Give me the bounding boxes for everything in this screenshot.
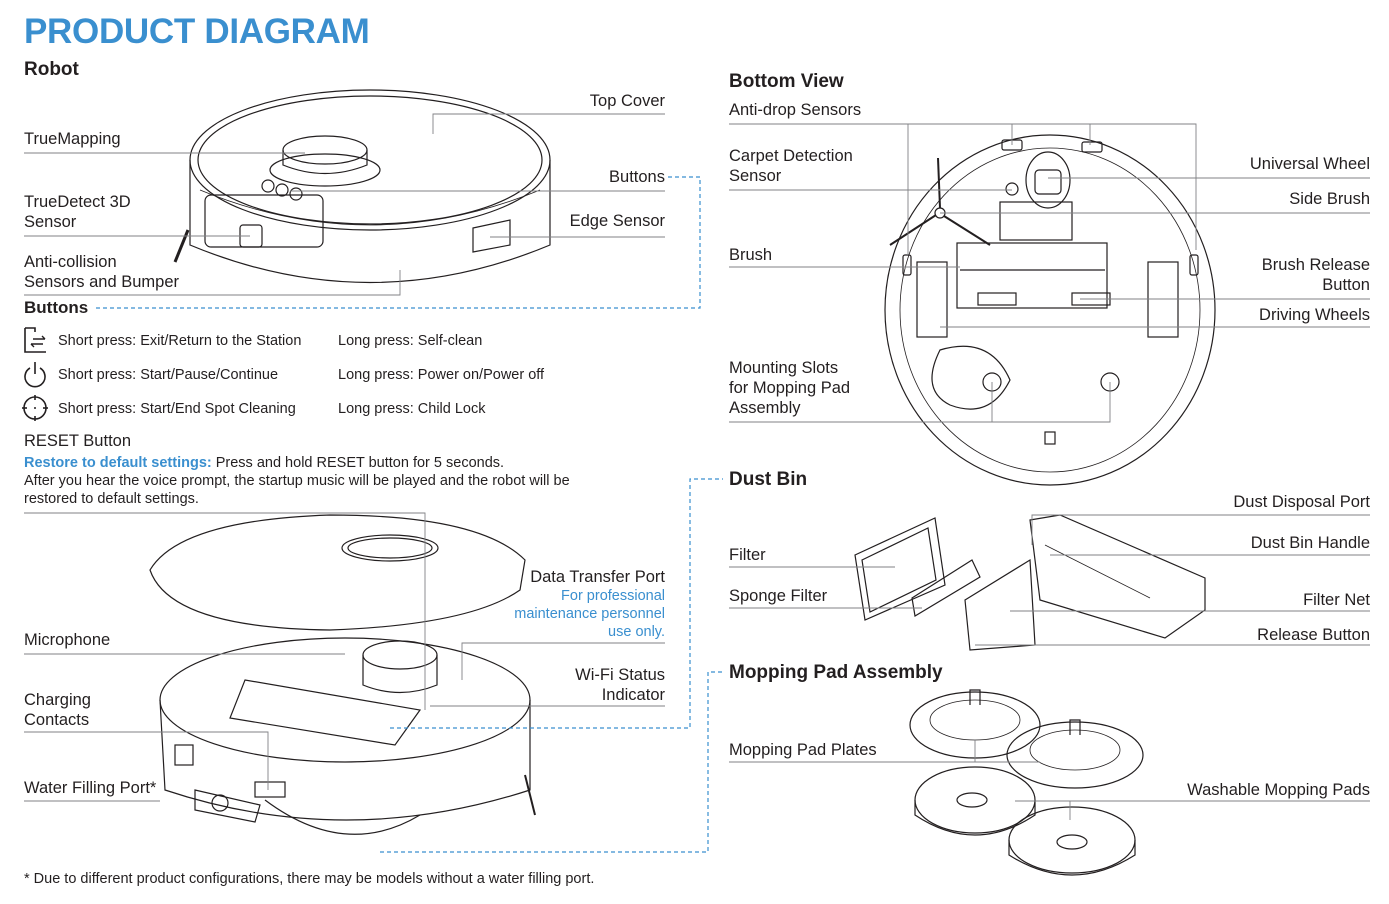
reset-line1-text: Press and hold RESET button for 5 second… [211,455,505,471]
label-edge-sensor: Edge Sensor [569,212,665,230]
power-icon [24,362,46,388]
label-brush-release-line1: Brush Release [1261,256,1370,274]
reset-heading: RESET Button [24,432,132,450]
label-brush-release: Brush Release Button [1262,255,1370,295]
label-carpet-detection: Carpet Detection Sensor [729,146,853,186]
button-row-1-long: Long press: Self-clean [338,333,483,349]
label-mounting-slots: Mounting Slots for Mopping Pad Assembly [729,358,850,418]
reset-line-3: restored to default settings. [24,491,199,507]
label-carpet-line1: Carpet Detection [729,147,853,165]
mopping-heading: Mopping Pad Assembly [729,662,943,683]
label-mounting-line2: for Mopping Pad [729,379,851,397]
label-wifi-line2: Indicator [601,686,665,704]
exploded-robot-illustration [149,514,536,835]
label-charging-line1: Charging [24,691,91,709]
label-buttons: Buttons [609,168,665,186]
button-row-3-long: Long press: Child Lock [338,401,486,417]
label-mopping-pad-plates: Mopping Pad Plates [729,741,877,759]
reset-highlight: Restore to default settings: [24,455,212,471]
bottom-view-heading: Bottom View [729,71,844,92]
label-anticollision: Anti-collision Sensors and Bumper [24,252,179,292]
label-filter: Filter [729,546,766,564]
label-truedetect: TrueDetect 3D Sensor [24,192,131,232]
label-washable-mopping-pads: Washable Mopping Pads [1187,781,1370,799]
button-row-1-short: Short press: Exit/Return to the Station [58,333,302,349]
dashed-connectors [95,176,723,853]
robot-illustration [173,89,551,284]
dust-bin-heading: Dust Bin [729,469,808,490]
label-truedetect-line1: TrueDetect 3D [24,193,131,211]
label-anticollision-line1: Anti-collision [24,253,117,271]
bottom-view-illustration [884,134,1216,486]
label-anti-drop: Anti-drop Sensors [729,101,862,119]
return-station-icon [24,327,46,353]
label-charging-contacts: Charging Contacts [24,690,91,730]
label-brush-release-line2: Button [1322,276,1370,294]
label-truedetect-line2: Sensor [24,213,77,231]
label-driving-wheels: Driving Wheels [1259,306,1370,324]
data-port-note-line2: maintenance personnel [514,606,665,622]
label-side-brush: Side Brush [1289,190,1370,208]
label-universal-wheel: Universal Wheel [1249,155,1370,173]
label-wifi-line1: Wi-Fi Status [575,666,665,684]
label-anticollision-line2: Sensors and Bumper [24,273,180,291]
label-sponge-filter: Sponge Filter [729,587,828,605]
robot-heading: Robot [24,59,79,80]
reset-line-1: Restore to default settings: Press and h… [24,454,504,472]
label-wifi-status: Wi-Fi Status Indicator [575,665,665,705]
dust-bin-illustration [854,514,1206,651]
spot-cleaning-icon [22,395,48,421]
label-microphone: Microphone [24,631,111,649]
data-port-note-line1: For professional [561,588,665,604]
leader-lines [24,113,1370,820]
mopping-pad-illustration [909,689,1144,876]
label-dust-bin-handle: Dust Bin Handle [1250,534,1370,552]
label-brush: Brush [729,246,773,264]
reset-line-2: After you hear the voice prompt, the sta… [24,473,570,489]
label-top-cover: Top Cover [589,92,665,110]
data-port-note: For professional maintenance personnel u… [514,587,665,641]
label-mounting-line3: Assembly [729,399,801,417]
label-carpet-line2: Sensor [729,167,782,185]
label-mounting-line1: Mounting Slots [729,359,839,377]
button-row-3-short: Short press: Start/End Spot Cleaning [58,401,296,417]
label-data-transfer-port: Data Transfer Port [530,568,665,586]
label-charging-line2: Contacts [24,711,90,729]
label-dust-disposal-port: Dust Disposal Port [1233,493,1370,511]
button-row-2-short: Short press: Start/Pause/Continue [58,367,279,383]
label-filter-net: Filter Net [1303,591,1370,609]
button-row-2-long: Long press: Power on/Power off [338,367,545,383]
buttons-heading: Buttons [24,298,89,317]
label-water-filling-port: Water Filling Port* [24,779,157,797]
data-port-note-line3: use only. [608,624,665,640]
label-truemapping: TrueMapping [24,130,121,148]
page-title: PRODUCT DIAGRAM [24,12,370,51]
footnote: * Due to different product configuration… [24,871,595,887]
label-release-button: Release Button [1257,626,1370,644]
